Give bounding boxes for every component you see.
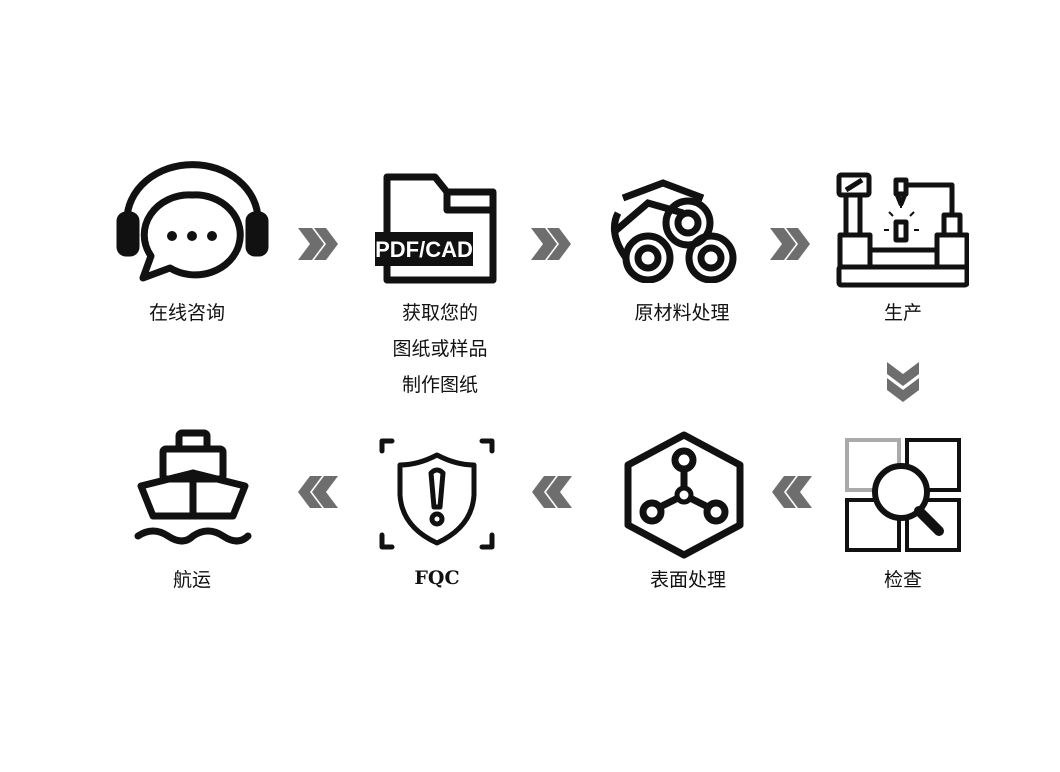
molecule-hexagon-icon <box>624 431 744 559</box>
step-label-drawings: 获取您的 图纸或样品 制作图纸 <box>340 303 540 411</box>
pdf-cad-text: PDF/CAD <box>375 237 473 262</box>
step-label-inspection: 检查 <box>883 569 922 591</box>
machine-icon <box>836 172 969 288</box>
label-line: 制作图纸 <box>401 374 478 396</box>
step-label-production: 生产 <box>883 302 922 324</box>
chevron-right-double-icon <box>531 228 571 260</box>
step-label-surface: 表面处理 <box>649 569 726 591</box>
chevron-right-double-icon <box>770 228 810 260</box>
chevron-down-double-icon <box>887 362 919 402</box>
headset-chat-icon <box>116 161 269 282</box>
step-label-shipping: 航运 <box>172 569 211 591</box>
chevron-left-double-icon <box>532 476 572 508</box>
chevron-right-double-icon <box>298 228 338 260</box>
label-line: 获取您的 <box>401 302 478 324</box>
step-label-raw-material: 原材料处理 <box>634 302 730 324</box>
ship-icon <box>134 429 252 545</box>
label-line: 图纸或样品 <box>392 338 488 360</box>
pdf-cad-folder-icon: PDF/CAD <box>375 173 497 284</box>
step-label-fqc: FQC <box>414 567 460 589</box>
chevron-left-double-icon <box>772 476 812 508</box>
inspection-magnifier-icon <box>845 438 961 552</box>
step-label-consult: 在线咨询 <box>148 302 225 324</box>
shield-alert-icon <box>379 438 495 550</box>
pipes-icon <box>610 179 737 283</box>
chevron-left-double-icon <box>298 476 338 508</box>
